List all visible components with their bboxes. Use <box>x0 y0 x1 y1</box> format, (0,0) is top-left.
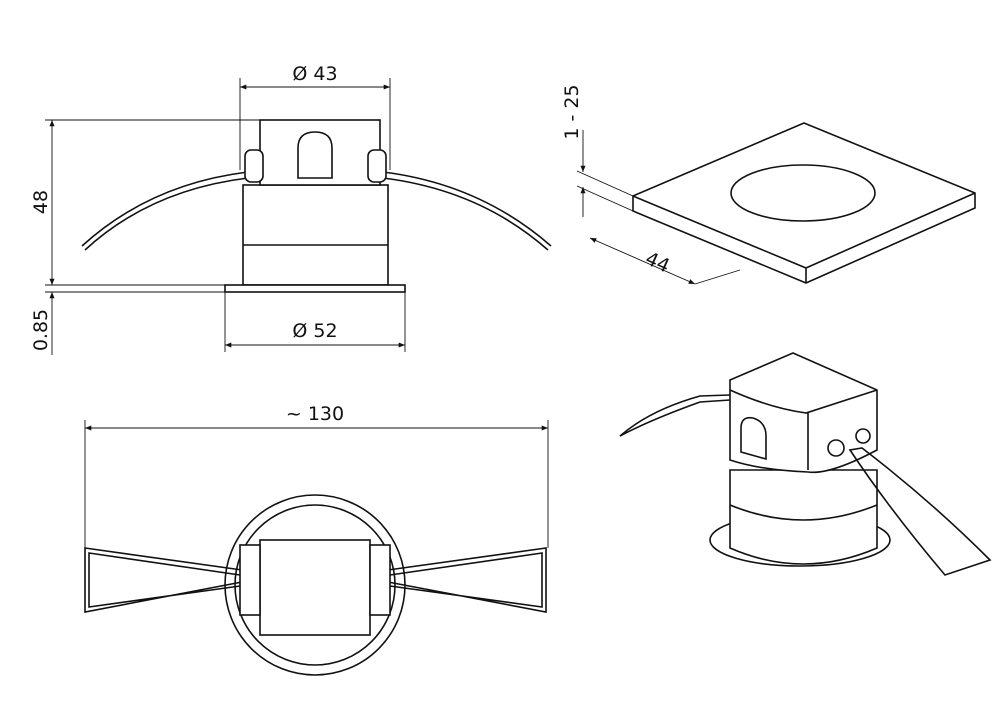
bottom-view: ~ 130 <box>84 403 549 676</box>
cutout-hole <box>730 164 876 222</box>
left-spring <box>84 547 243 613</box>
iso-view <box>619 352 992 576</box>
housing-body <box>242 184 389 286</box>
cable-entry <box>297 131 333 179</box>
top-diameter-label: Ø 43 <box>292 63 337 85</box>
cutout-label: 44 <box>642 248 673 278</box>
dim-top-diameter: Ø 43 <box>239 63 391 170</box>
right-spring <box>387 547 547 613</box>
right-spring <box>382 171 552 251</box>
height-label: 48 <box>30 190 52 214</box>
flange <box>224 284 406 293</box>
spring <box>848 447 992 576</box>
flange-thickness-label: 0.85 <box>30 309 52 351</box>
flange-diameter-label: Ø 52 <box>292 320 337 342</box>
left-spring <box>81 171 249 251</box>
ceiling-plate: 1 - 25 44 <box>561 84 976 285</box>
dim-height: 48 0.85 <box>30 119 262 355</box>
dim-flange-diameter: Ø 52 <box>224 292 406 352</box>
ceiling-thickness-label: 1 - 25 <box>561 84 583 139</box>
overall-width-label: ~ 130 <box>286 403 344 425</box>
front-view <box>81 119 552 293</box>
